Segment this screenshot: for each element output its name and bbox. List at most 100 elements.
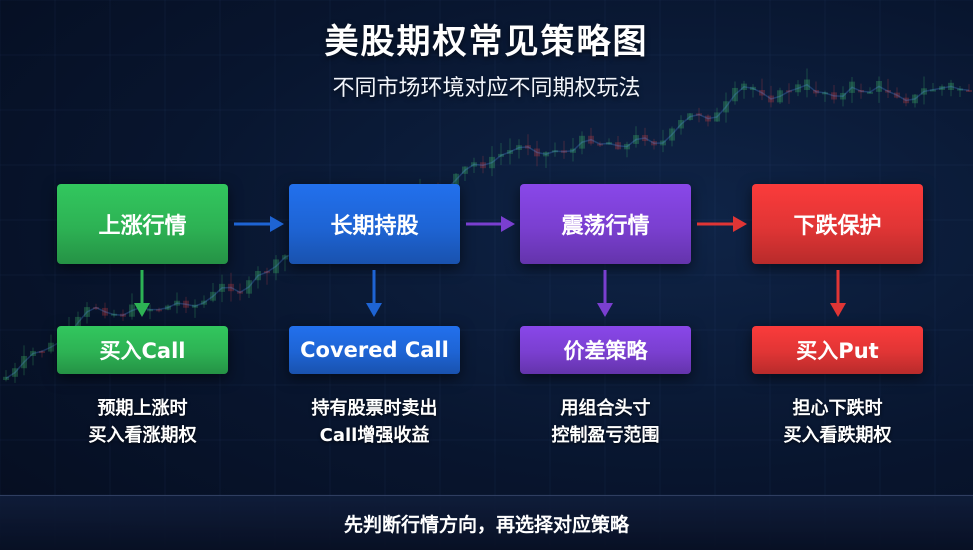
- background-candle-body: [552, 150, 558, 153]
- market-label: 下跌保护: [793, 214, 882, 239]
- background-candle-body: [705, 115, 711, 122]
- background-candle-body: [642, 135, 648, 142]
- right-arrow-icon: [234, 216, 284, 232]
- background-candle-body: [615, 142, 621, 150]
- background-candle-body: [534, 148, 540, 157]
- strategy-description-buy-put: 担心下跌时 买入看跌期权: [732, 395, 943, 449]
- background-candle-body: [237, 291, 243, 294]
- description-line: 用组合头寸: [560, 398, 651, 419]
- background-candle-body: [624, 143, 630, 150]
- background-candle-body: [192, 304, 198, 308]
- background-candle-body: [75, 316, 81, 329]
- background-candle-body: [795, 84, 801, 93]
- strategy-description-spread: 用组合头寸 控制盈亏范围: [500, 395, 711, 449]
- background-candle-body: [786, 90, 792, 93]
- background-candle-body: [174, 300, 180, 306]
- page-title: 美股期权常见策略图: [324, 22, 649, 62]
- strategy-box-buy-call: 买入Call: [57, 326, 228, 374]
- background-candle-body: [219, 283, 225, 292]
- background-candle-body: [129, 304, 135, 317]
- page-subtitle: 不同市场环境对应不同期权玩法: [332, 76, 641, 101]
- background-candle-body: [210, 291, 216, 301]
- background-candle-body: [939, 86, 945, 90]
- background-candle-body: [273, 259, 279, 274]
- background-candle-body: [912, 94, 918, 104]
- description-line: 控制盈亏范围: [551, 425, 660, 446]
- background-candle-body: [516, 145, 522, 151]
- description-line: 预期上涨时: [97, 398, 188, 419]
- description-line: 持有股票时卖出: [311, 398, 438, 419]
- background-candle-body: [147, 309, 153, 312]
- background-candle-body: [21, 355, 27, 369]
- background-candle-body: [957, 88, 963, 91]
- background-candle-body: [804, 79, 810, 90]
- background-candle-body: [831, 92, 837, 100]
- background-candle-body: [120, 313, 126, 317]
- background-candle-body: [228, 283, 234, 292]
- background-candle-body: [480, 162, 486, 169]
- market-label: 上涨行情: [98, 214, 187, 239]
- background-candle-body: [489, 156, 495, 169]
- background-candle-body: [930, 89, 936, 92]
- background-candle-body: [687, 113, 693, 121]
- background-candle-body: [111, 313, 117, 316]
- background-candle-body: [525, 145, 531, 149]
- background-candle-body: [561, 150, 567, 153]
- background-candle-body: [948, 82, 954, 90]
- background-candle-body: [156, 309, 162, 312]
- background-candle-body: [588, 135, 594, 144]
- background-candle-body: [48, 342, 54, 352]
- background-candle-body: [741, 83, 747, 90]
- background-candle-body: [246, 280, 252, 294]
- background-candle-body: [453, 173, 459, 186]
- background-candle-body: [264, 270, 270, 274]
- background-candle-body: [498, 153, 504, 157]
- strategy-label: 买入Put: [796, 339, 879, 363]
- background-candle-body: [282, 255, 288, 260]
- background-candle-body: [102, 307, 108, 316]
- down-arrow-icon: [597, 270, 613, 317]
- strategy-label: 买入Call: [99, 339, 186, 363]
- market-box-sideways: 震荡行情: [520, 184, 691, 264]
- background-candle-body: [201, 300, 207, 305]
- background-candle-body: [732, 87, 738, 102]
- background-candle-body: [570, 148, 576, 153]
- background-candle-body: [678, 120, 684, 129]
- background-candle-body: [750, 86, 756, 90]
- background-candle-body: [543, 152, 549, 157]
- background-candle-body: [894, 92, 900, 98]
- background-candle-body: [660, 140, 666, 146]
- down-arrow-icon: [830, 270, 846, 317]
- background-candle-body: [462, 166, 468, 174]
- background-candle-body: [903, 97, 909, 104]
- background-candle-body: [579, 135, 585, 149]
- strategy-description-buy-call: 预期上涨时 买入看涨期权: [37, 395, 248, 449]
- background-candle-body: [255, 270, 261, 281]
- background-candle-body: [759, 90, 765, 96]
- market-box-bullish: 上涨行情: [57, 184, 228, 264]
- background-candle-body: [30, 351, 36, 356]
- background-candle-body: [165, 305, 171, 310]
- background-candle-body: [813, 90, 819, 94]
- background-candle-body: [723, 101, 729, 113]
- background-candle-body: [183, 300, 189, 308]
- down-arrow-icon: [366, 270, 382, 317]
- background-candle-body: [471, 162, 477, 167]
- description-line: 担心下跌时: [792, 398, 883, 419]
- background-candle-body: [696, 113, 702, 116]
- background-candle-body: [597, 143, 603, 146]
- background-trend-line: [5, 83, 970, 380]
- market-box-long-term-holding: 长期持股: [289, 184, 460, 264]
- down-arrow-icon: [134, 270, 150, 317]
- footer-text: 先判断行情方向，再选择对应策略: [343, 513, 629, 536]
- background-candle-body: [777, 90, 783, 103]
- strategy-box-buy-put: 买入Put: [752, 326, 923, 374]
- background-candle-body: [876, 80, 882, 92]
- background-candle-body: [858, 90, 864, 93]
- description-line: Call增强收益: [319, 425, 430, 446]
- right-arrow-icon: [466, 216, 515, 232]
- footer-banner: 先判断行情方向，再选择对应策略: [0, 495, 973, 550]
- strategy-description-covered-call: 持有股票时卖出 Call增强收益: [269, 395, 480, 449]
- background-candle-body: [39, 351, 45, 354]
